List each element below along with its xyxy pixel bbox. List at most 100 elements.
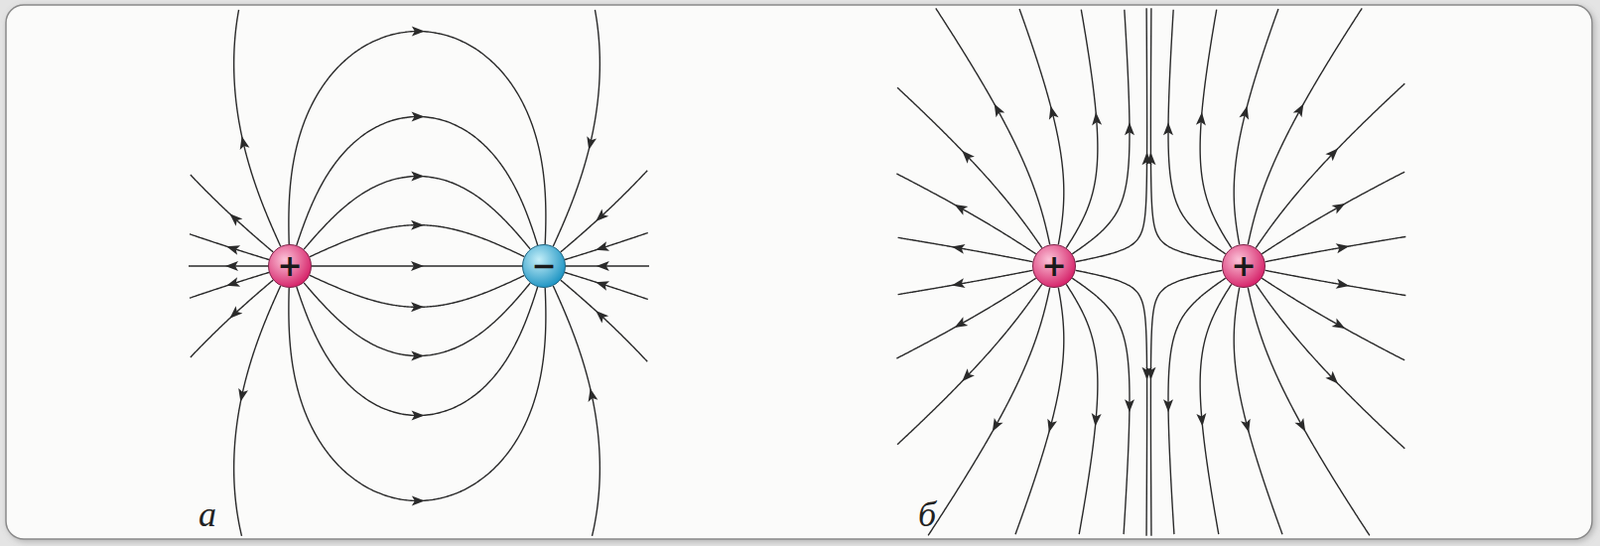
field-arrow xyxy=(1163,399,1174,412)
field-line xyxy=(1071,9,1130,255)
field-line xyxy=(1071,277,1130,534)
field-arrow xyxy=(1240,418,1254,434)
field-line xyxy=(896,277,1036,359)
field-line xyxy=(1066,283,1098,534)
field-arrow xyxy=(1196,412,1207,427)
field-arrow xyxy=(226,305,243,322)
field-line xyxy=(1247,7,1362,245)
field-line xyxy=(1150,269,1222,535)
field-line xyxy=(896,173,1036,255)
field-line xyxy=(564,232,649,260)
field-arrow xyxy=(1332,317,1348,333)
field-arrow xyxy=(1325,371,1341,388)
field-arrow xyxy=(950,242,966,255)
field-arrow xyxy=(237,134,251,150)
field-arrow xyxy=(958,146,975,163)
field-line xyxy=(1066,9,1098,249)
charge-sign: − xyxy=(531,251,556,281)
field-arrow xyxy=(1294,417,1310,434)
field-arrow xyxy=(411,409,425,420)
field-line xyxy=(1255,283,1405,449)
field-line-connector xyxy=(303,282,531,357)
positive-charge: + xyxy=(1032,244,1076,288)
field-line xyxy=(1075,269,1148,535)
field-line xyxy=(552,9,600,247)
field-arrow xyxy=(585,387,599,402)
field-arrow xyxy=(1163,122,1174,135)
field-arrow xyxy=(1141,367,1152,381)
field-line xyxy=(1075,7,1148,262)
field-arrow xyxy=(951,200,968,216)
field-arrow xyxy=(951,316,968,332)
field-arrow xyxy=(1044,418,1058,434)
field-line xyxy=(1265,269,1407,295)
field-line-connector xyxy=(309,225,525,258)
panel-letter: а xyxy=(198,496,217,533)
field-arrow xyxy=(226,210,243,227)
field-arrow xyxy=(958,368,975,385)
field-line-connector xyxy=(288,31,546,245)
charge-sign: + xyxy=(1230,251,1256,281)
field-arrow xyxy=(583,135,597,151)
field-arrow xyxy=(987,417,1003,434)
field-line xyxy=(1168,277,1226,534)
field-arrow xyxy=(592,306,609,323)
field-arrow xyxy=(410,350,424,361)
field-line-connector xyxy=(288,287,546,501)
charge-sign: + xyxy=(276,251,302,281)
field-line-connector xyxy=(296,116,538,246)
field-line-connector xyxy=(296,286,538,416)
field-arrow xyxy=(989,101,1005,118)
field-line xyxy=(1233,8,1279,245)
field-arrow xyxy=(1090,112,1102,127)
field-line xyxy=(189,234,269,261)
field-arrow xyxy=(592,208,609,225)
field-line-connector xyxy=(303,176,531,251)
field-arrow xyxy=(235,388,249,403)
field-line xyxy=(898,237,1034,262)
field-arrow xyxy=(1196,112,1207,127)
field-line xyxy=(552,285,600,536)
field-arrow xyxy=(1325,144,1341,161)
field-arrow xyxy=(594,241,610,255)
field-line xyxy=(1261,277,1405,361)
field-line xyxy=(1019,8,1065,245)
positive-charge: + xyxy=(1221,244,1266,288)
field-arrow xyxy=(950,277,966,290)
field-arrow xyxy=(1141,151,1152,165)
field-line xyxy=(928,287,1051,536)
positive-charge: + xyxy=(267,244,312,288)
field-arrow xyxy=(411,112,425,123)
field-line xyxy=(565,265,650,267)
field-arrow xyxy=(1124,399,1135,412)
field-arrow xyxy=(1124,122,1135,135)
field-arrow xyxy=(594,276,610,290)
field-arrow xyxy=(1090,412,1102,427)
field-line xyxy=(190,279,273,358)
field-line xyxy=(1015,287,1065,535)
field-line xyxy=(1200,9,1232,249)
field-line xyxy=(189,271,269,298)
field-line xyxy=(1200,283,1232,534)
field-line xyxy=(560,170,648,253)
field-arrow xyxy=(410,220,424,231)
field-line xyxy=(234,285,281,536)
field-line xyxy=(1255,83,1405,249)
field-line xyxy=(190,174,273,253)
field-line xyxy=(898,269,1034,294)
connectors xyxy=(288,26,546,507)
field-line xyxy=(935,7,1051,245)
field-line xyxy=(234,9,281,247)
field-arrow xyxy=(411,26,425,37)
field-arrow xyxy=(1332,199,1348,215)
field-line xyxy=(1168,9,1226,255)
field-arrow xyxy=(410,261,424,271)
field-arrow xyxy=(225,241,241,255)
field-line xyxy=(1265,236,1407,262)
field-arrow xyxy=(225,261,239,271)
negative-charge: − xyxy=(522,244,566,288)
field-lines-free xyxy=(188,7,1406,536)
